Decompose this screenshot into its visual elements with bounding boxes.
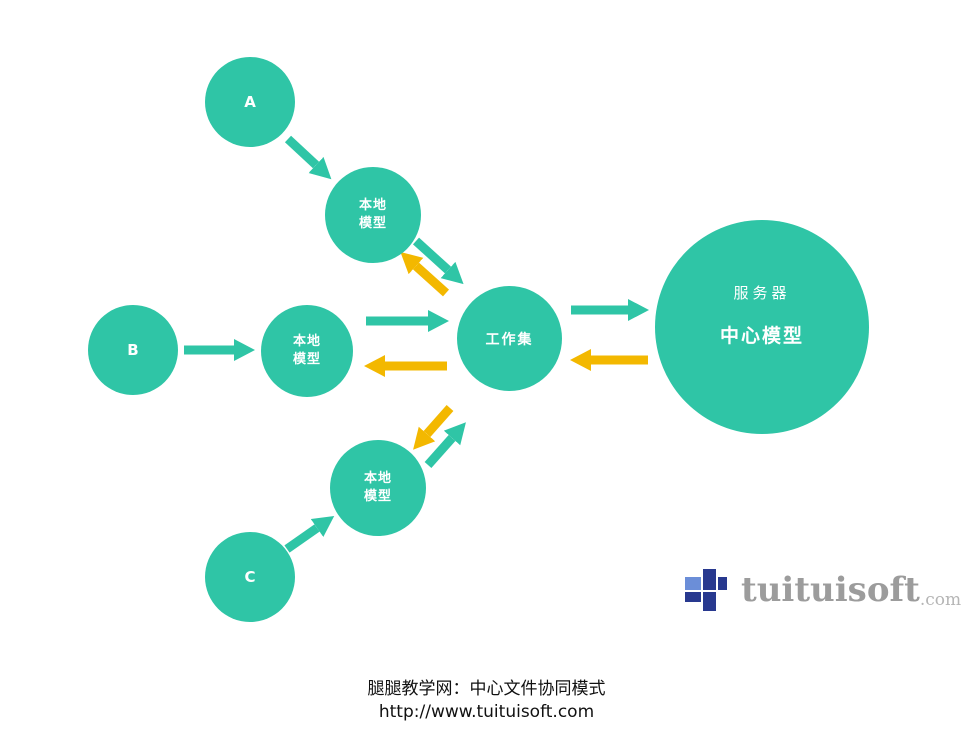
local-model-bottom-line1: 本地 bbox=[363, 471, 392, 486]
arrow-local-bottom-to-workset bbox=[424, 422, 466, 468]
node-local-model-mid: 本地 模型 bbox=[261, 305, 353, 397]
node-local-model-bottom: 本地 模型 bbox=[330, 440, 426, 536]
node-user-b-label: B bbox=[127, 341, 139, 359]
logo-icon-block-arm bbox=[685, 592, 701, 602]
arrow-a-to-local-top bbox=[284, 135, 332, 180]
footer-title: 腿腿教学网：中心文件协同模式 bbox=[367, 679, 606, 699]
central-model-label: 中心模型 bbox=[719, 325, 804, 347]
server-label: 服务器 bbox=[733, 284, 791, 302]
arrow-local-top-to-workset bbox=[412, 237, 464, 285]
node-user-a-label: A bbox=[244, 93, 256, 111]
arrow-workset-to-local-bottom bbox=[413, 405, 454, 450]
node-workset: 工作集 bbox=[457, 286, 562, 391]
footer-url: http://www.tuituisoft.com bbox=[378, 702, 595, 722]
local-model-top-line1: 本地 bbox=[358, 198, 387, 213]
node-user-c-label: C bbox=[244, 568, 256, 586]
tuituisoft-logo: tuituisoft .com bbox=[681, 565, 961, 615]
tuituisoft-logo-icon bbox=[685, 569, 727, 611]
local-model-mid-line2: 模型 bbox=[292, 352, 321, 367]
arrow-workset-to-local-top bbox=[400, 251, 450, 297]
node-user-a: A bbox=[205, 57, 295, 147]
footer: 腿腿教学网：中心文件协同模式 http://www.tuituisoft.com bbox=[0, 678, 973, 724]
node-local-model-top: 本地 模型 bbox=[325, 167, 421, 263]
local-model-top-line2: 模型 bbox=[358, 216, 387, 231]
node-user-b: B bbox=[88, 305, 178, 395]
node-user-c: C bbox=[205, 532, 295, 622]
local-model-mid-line1: 本地 bbox=[292, 334, 321, 349]
logo-icon-block-stem-bottom bbox=[703, 592, 716, 611]
node-central-model-server: 服务器 中心模型 bbox=[655, 220, 869, 434]
logo-tld: .com bbox=[919, 590, 962, 610]
logo-icon-block-light bbox=[685, 577, 701, 590]
logo-wordmark: tuituisoft bbox=[741, 570, 920, 610]
arrow-c-to-local-bottom bbox=[284, 515, 335, 553]
local-model-bottom-line2: 模型 bbox=[363, 489, 392, 504]
workset-label: 工作集 bbox=[485, 331, 534, 348]
logo-icon-block-right bbox=[718, 577, 727, 590]
logo-icon-block-stem-top bbox=[703, 569, 716, 590]
